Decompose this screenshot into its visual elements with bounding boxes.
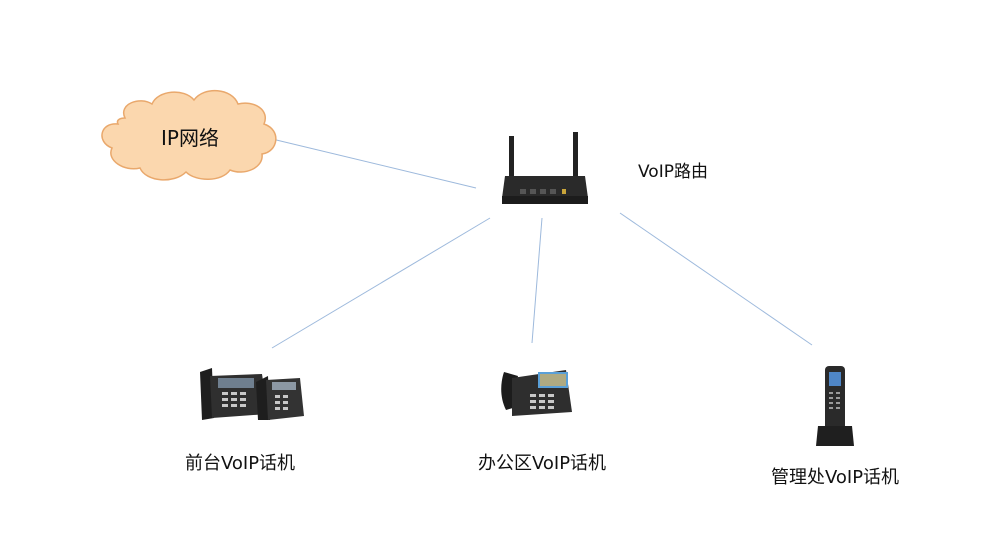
router-icon [502,132,588,204]
link-router-office [531,217,543,344]
desk-phone-icon [200,368,304,420]
front-desk-label: 前台VoIP话机 [185,453,295,474]
cloud-label: IP网络 [161,126,219,150]
connections [267,137,813,349]
link-cloud-router [267,137,477,189]
admin-label: 管理处VoIP话机 [771,467,899,488]
office-label: 办公区VoIP话机 [478,453,606,474]
desk-phone-icon [501,370,572,416]
link-router-front [271,217,491,349]
cloud-icon: IP网络 [101,90,277,181]
cordless-phone-icon [816,366,854,446]
router-label: VoIP路由 [638,162,708,182]
link-router-admin [619,212,813,346]
